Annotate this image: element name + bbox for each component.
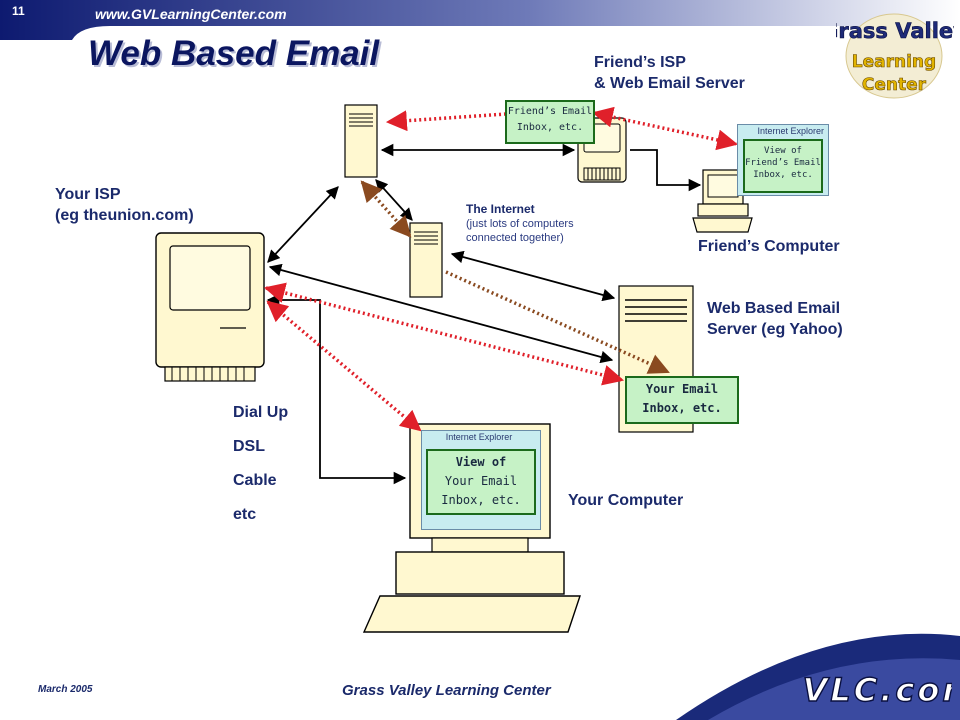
friends-inbox-line1: Friend’s Email (507, 106, 593, 117)
grass-valley-logo: Grass Valley Learning Center (821, 8, 960, 100)
your-ie-title: Internet Explorer (445, 432, 513, 442)
web-email-line1: Web Based Email (707, 300, 841, 317)
friends-view-line2: Friend’s Email (745, 158, 821, 168)
internet-sub2: connected together) (466, 232, 564, 244)
gvlc-logo-text: GVLC.com (800, 671, 952, 709)
your-email-inbox-box: Your Email Inbox, etc. (625, 376, 739, 424)
connection-type-cable: Cable (233, 472, 277, 489)
your-isp-server-icon (344, 104, 378, 178)
logo-line3: Center (862, 75, 927, 95)
connection-type-etc: etc (233, 506, 257, 523)
your-inbox-line2: Inbox, etc. (642, 401, 722, 415)
friends-view-line3: Inbox, etc. (753, 170, 813, 180)
friends-isp-line2: & Web Email Server (594, 75, 745, 92)
internet-server-icon (409, 222, 443, 298)
connection-type-dsl: DSL (233, 438, 265, 455)
friends-isp-line1: Friend’s ISP (594, 54, 686, 71)
your-ie-window: Internet Explorer View of Your Email Inb… (421, 430, 541, 530)
page-title: Web Based Email (88, 34, 380, 73)
friends-view-line1: View of (764, 146, 802, 156)
your-view-box: View of Your Email Inbox, etc. (426, 449, 536, 515)
friends-ie-window: Internet Explorer View of Friend’s Email… (737, 124, 829, 196)
your-isp-label: Your ISP (eg theunion.com) (55, 184, 194, 226)
your-computer-label: Your Computer (568, 492, 684, 509)
your-view-line3: Inbox, etc. (441, 493, 521, 507)
friends-computer-label: Friend’s Computer (698, 238, 840, 255)
friends-computer-icon (692, 169, 753, 233)
footer-date: March 2005 (38, 684, 93, 695)
your-isp-computer-icon (155, 232, 265, 382)
friends-view-box: View of Friend’s Email Inbox, etc. (743, 139, 823, 193)
your-view-line2: Your Email (444, 474, 518, 488)
your-view-line1: View of (455, 455, 507, 469)
your-isp-line2: (eg theunion.com) (55, 207, 194, 224)
internet-title: The Internet (466, 202, 535, 216)
friends-email-inbox-box: Friend’s Email Inbox, etc. (505, 100, 595, 144)
site-url: www.GVLearningCenter.com (95, 6, 287, 22)
connection-types-list: Dial Up DSL Cable etc (233, 396, 288, 532)
connection-type-dialup: Dial Up (233, 404, 289, 421)
web-email-line2: Server (eg Yahoo) (707, 321, 843, 338)
header-bar (0, 0, 960, 40)
web-email-server-label: Web Based Email Server (eg Yahoo) (707, 298, 843, 340)
logo-line2: Learning (852, 52, 936, 72)
friends-inbox-line2: Inbox, etc. (516, 122, 584, 133)
friends-isp-label: Friend’s ISP & Web Email Server (594, 52, 745, 94)
your-isp-line1: Your ISP (55, 186, 121, 203)
friends-ie-title: Internet Explorer (757, 126, 824, 136)
gvlc-logo: GVLC.com (773, 668, 960, 712)
your-inbox-line1: Your Email (645, 382, 719, 396)
internet-sub1: (just lots of computers (466, 218, 574, 230)
slide-number: 11 (12, 4, 25, 18)
internet-label: The Internet (just lots of computers con… (466, 201, 574, 245)
logo-line1: Grass Valley (836, 19, 954, 43)
footer-org-name: Grass Valley Learning Center (342, 682, 551, 699)
